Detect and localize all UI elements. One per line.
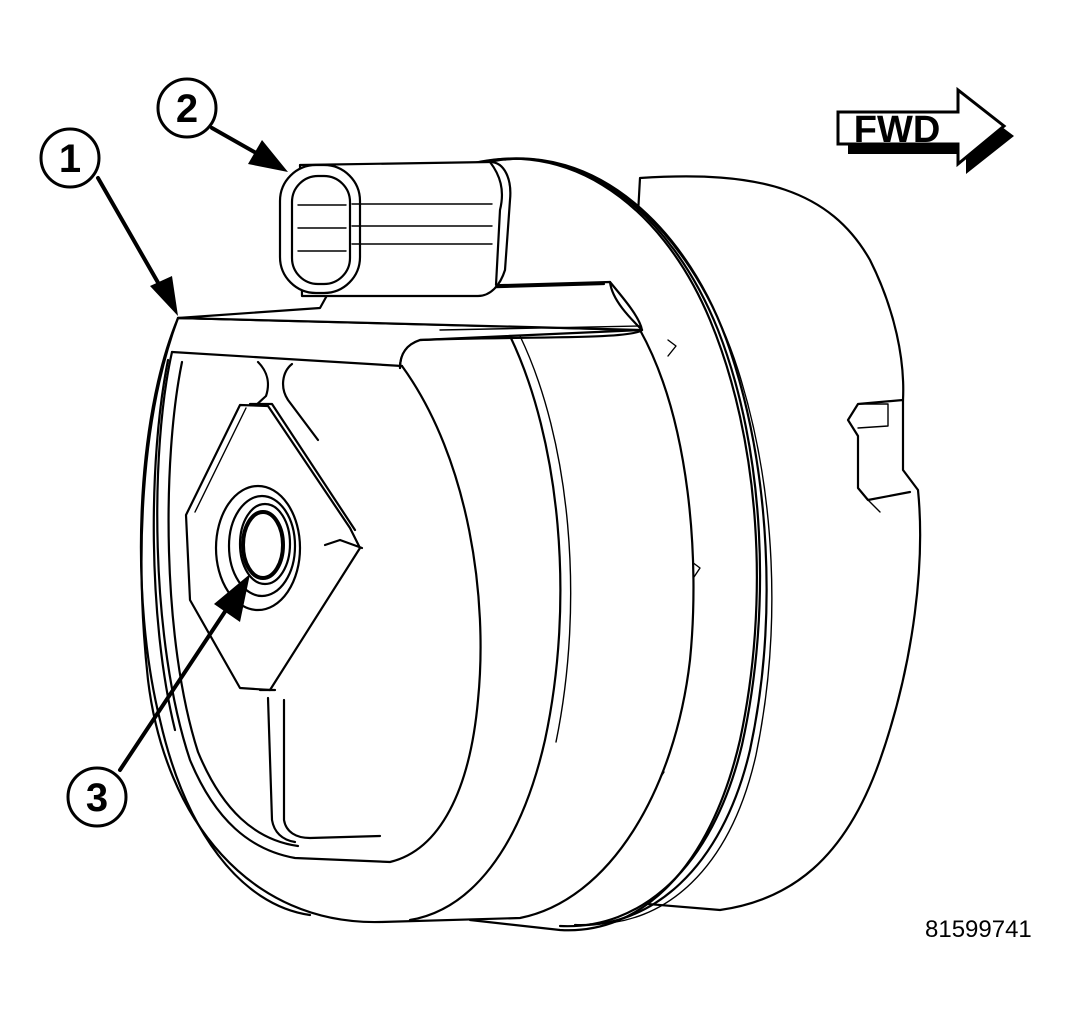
callout-1: 1 [39, 127, 101, 189]
callout-3-number: 3 [86, 776, 108, 820]
callout-2-number: 2 [176, 87, 198, 131]
electrical-connector [278, 160, 512, 298]
leader-arrows [96, 126, 288, 772]
callout-1-number: 1 [59, 137, 81, 181]
callout-3: 3 [66, 766, 128, 828]
forward-direction-arrow: FWD [836, 86, 1014, 174]
callout-2: 2 [156, 77, 218, 139]
figure-id: 81599741 [925, 916, 1032, 943]
fwd-label: FWD [854, 109, 941, 151]
